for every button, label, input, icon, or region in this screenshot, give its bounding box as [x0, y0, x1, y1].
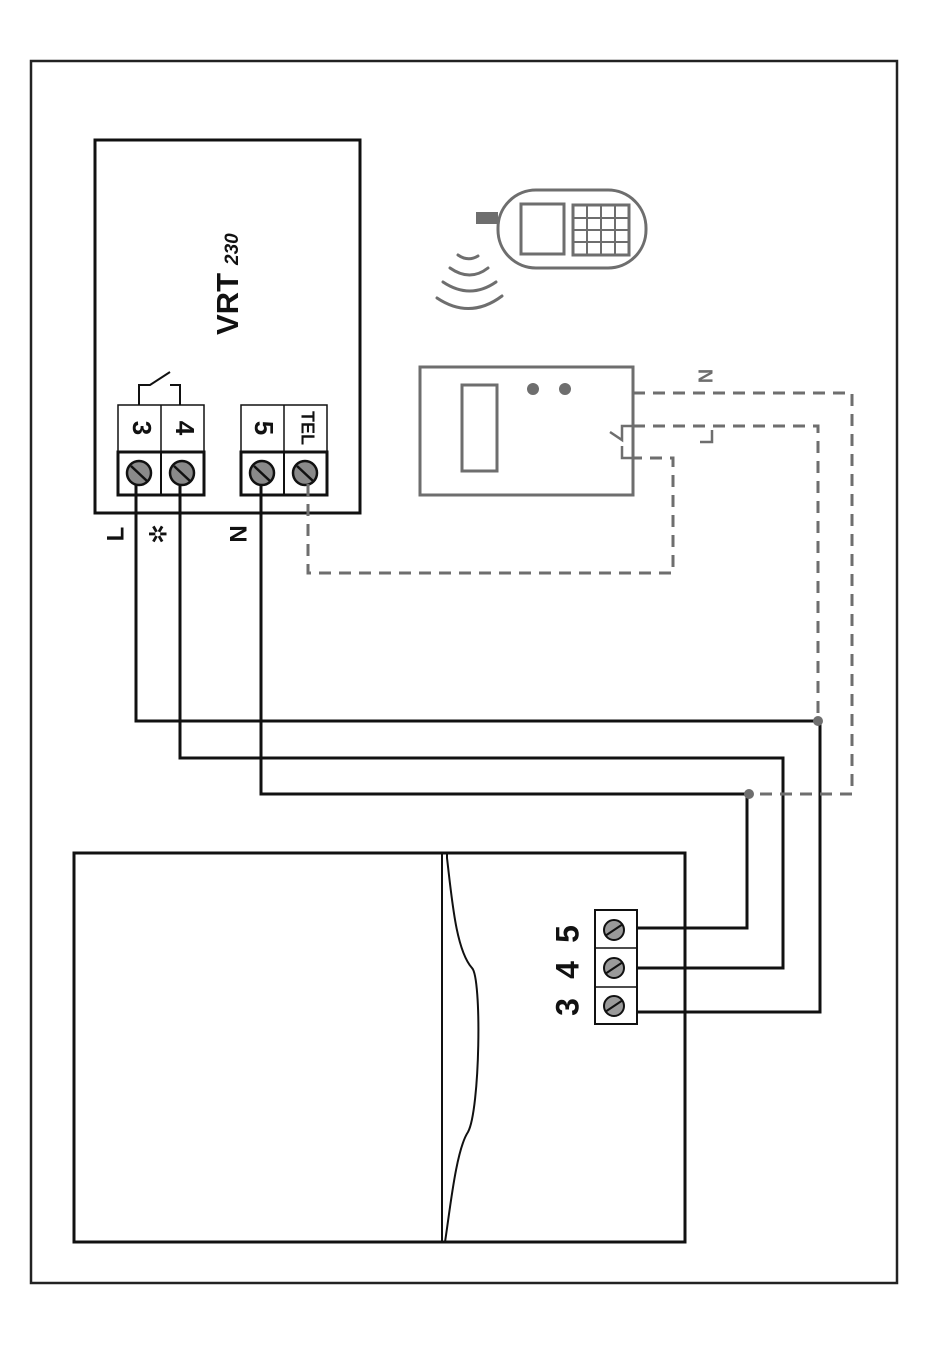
- vrt-controller: VRT230 3 4 5 TEL: [95, 140, 360, 513]
- boiler-terminal-label-5: 5: [549, 925, 585, 943]
- screw-icon: [604, 996, 624, 1016]
- wire-l: [136, 484, 820, 1012]
- wire-switched: [180, 484, 783, 968]
- controller-model-label: VRT230: [210, 233, 245, 335]
- junction-dot: [744, 789, 754, 799]
- relay-contact-symbol: [139, 372, 180, 405]
- wire-label-l: L: [102, 527, 129, 542]
- wire-n: [261, 484, 747, 928]
- junction-dot: [813, 716, 823, 726]
- boiler-front-panel: [442, 853, 478, 1242]
- boiler-terminal-label-4: 4: [549, 961, 585, 979]
- terminal-label-3: 3: [127, 421, 157, 435]
- wire-label-n: N: [225, 525, 252, 542]
- wireless-signal-icon: [437, 255, 502, 309]
- mobile-phone-icon: [476, 190, 646, 268]
- screw-icon: [293, 461, 317, 485]
- screw-icon: [604, 920, 624, 940]
- telephone-module: [420, 367, 712, 495]
- terminal-label-tel: TEL: [297, 411, 317, 445]
- solid-wires: [136, 484, 820, 1012]
- boiler-housing: [74, 853, 685, 1242]
- screw-icon: [250, 461, 274, 485]
- boiler: 5 4 3: [74, 853, 685, 1242]
- outer-frame: [31, 61, 897, 1283]
- terminal-label-5: 5: [249, 421, 279, 435]
- screw-icon: [170, 461, 194, 485]
- module-led: [559, 383, 571, 395]
- terminal-label-4: 4: [170, 421, 200, 436]
- screw-icon: [127, 461, 151, 485]
- boiler-terminal-label-3: 3: [549, 998, 585, 1016]
- module-n-label: N: [695, 369, 717, 383]
- module-led: [527, 383, 539, 395]
- module-relay-symbol: [700, 430, 712, 442]
- wire-label-star: ✲: [145, 524, 172, 544]
- module-housing: [420, 367, 633, 495]
- screw-icon: [604, 958, 624, 978]
